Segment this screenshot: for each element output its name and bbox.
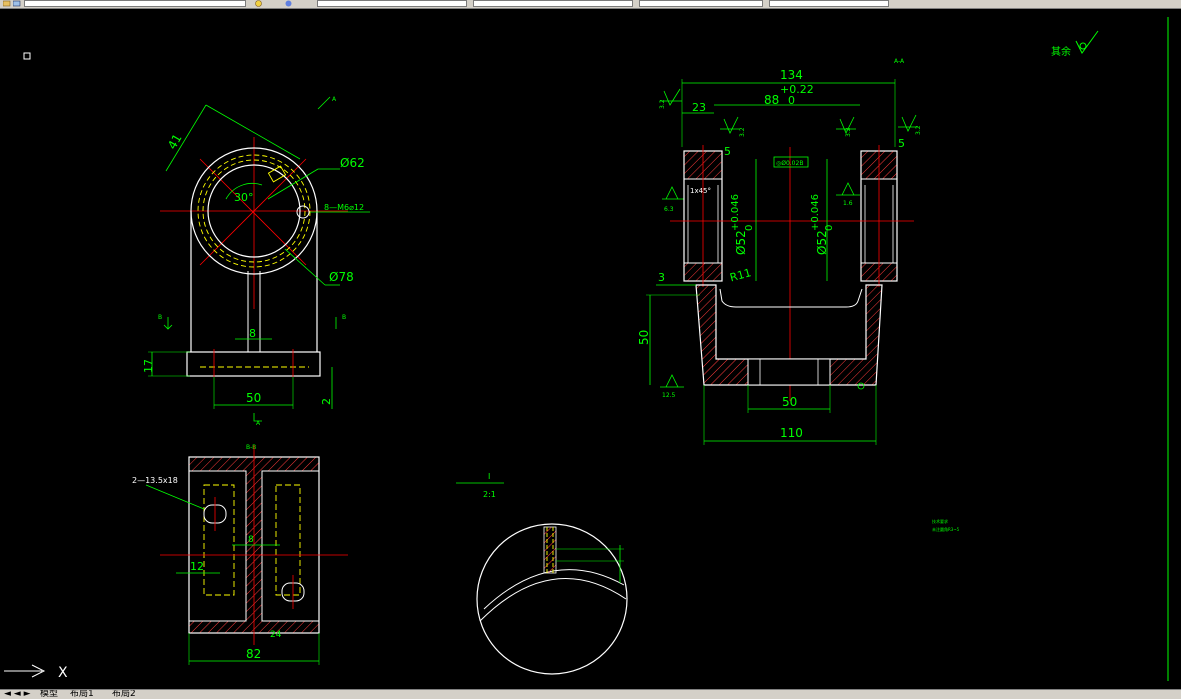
dim-8: 8 — [249, 327, 256, 340]
detail-view: I 2:1 — [456, 472, 628, 675]
dim-tol: +0.22 — [780, 83, 814, 96]
ucs-icon: X — [4, 664, 68, 681]
roughness-16: 1.6 — [843, 200, 853, 207]
drawing-canvas[interactable]: 其余 — [0, 9, 1181, 689]
section-mark-b-right: B — [342, 314, 346, 321]
section-mark-a-top: A — [332, 96, 337, 103]
dim-3: 3 — [658, 271, 665, 284]
dim-chamfer: 1x45° — [690, 187, 711, 195]
roughness-32b: 3.2 — [739, 127, 746, 137]
section-view: A-A 134 +0.22 88 0 23 5 5 3.2 3.2 3.2 3.… — [637, 58, 922, 445]
bottom-view: B-B 2—13.5x18 12 82 8 24 — [132, 444, 348, 665]
tolerance-frame — [773, 156, 809, 168]
roughness-32d: 3.2 — [915, 125, 922, 135]
dim-50-height: 50 — [637, 330, 651, 345]
plotstyle-dropdown[interactable] — [769, 0, 889, 7]
dim-41: 41 — [165, 131, 185, 151]
dim-88-tol0: 0 — [788, 94, 795, 107]
thread-circle — [202, 159, 306, 263]
section-mark-b-left: B — [158, 314, 162, 321]
toolbar — [0, 0, 1181, 9]
roughness-125: 12.5 — [662, 392, 676, 399]
base-plate — [186, 351, 321, 377]
tech-note-line: 未注圆角R3~5 — [932, 526, 960, 532]
roughness-note: 其余 — [1051, 45, 1071, 58]
layout-tabs: ◄ ◄ ► 模型 布局1 布局2 — [0, 689, 1181, 699]
tab-model[interactable]: 模型 — [40, 689, 59, 699]
tolerance-value: ◎Ø0.02B — [776, 160, 803, 167]
section-title: A-A — [894, 58, 905, 65]
dim-holes: 2—13.5x18 — [132, 476, 178, 485]
roughness-32c: 3.2 — [845, 127, 852, 137]
tab-nav-icon[interactable]: ◄ ◄ ► — [4, 689, 31, 699]
detail-scale: 2:1 — [483, 490, 496, 499]
dim-2: 2 — [320, 398, 333, 405]
tab-layout2[interactable]: 布局2 — [112, 689, 136, 699]
bore-circle — [207, 164, 301, 258]
dim-bore-right-tol: +0.046 — [810, 194, 821, 231]
dim-23: 23 — [692, 101, 706, 114]
section-mark-a-bottom: A — [256, 420, 261, 427]
roughness-32a: 3.2 — [659, 99, 666, 109]
dim-thread: 8—M6⌀12 — [324, 203, 364, 212]
tech-note-title: 技术要求 — [932, 518, 948, 524]
dim-bore-left: Ø52 — [734, 230, 748, 255]
dim-50: 50 — [246, 391, 261, 405]
layer-dropdown[interactable] — [24, 0, 246, 7]
tab-layout1[interactable]: 布局1 — [70, 689, 94, 699]
dim-82: 82 — [246, 647, 261, 661]
dim-88: 88 — [764, 93, 779, 107]
layer-icon[interactable] — [13, 0, 21, 7]
dim-5-left: 5 — [724, 145, 731, 158]
dim-d62: Ø62 — [340, 156, 365, 170]
general-roughness: 其余 — [1051, 30, 1099, 58]
front-view: 41 30° Ø62 Ø78 8—M6⌀12 8 50 17 2 B — [142, 96, 370, 427]
tapped-hole — [296, 205, 310, 219]
match-icon[interactable] — [285, 0, 293, 7]
dim-30deg: 30° — [234, 191, 254, 204]
detail-label: I — [488, 472, 490, 481]
dim-24: 24 — [270, 630, 282, 640]
dim-bore-left-tol: +0.046 — [730, 194, 741, 231]
dim-bore-right-tol0: 0 — [824, 225, 835, 231]
roughness-63: 6.3 — [664, 206, 674, 213]
dim-12: 12 — [190, 560, 204, 573]
dim-50-width: 50 — [782, 395, 797, 409]
open-icon[interactable] — [3, 0, 11, 7]
bottom-view-title: B-B — [246, 444, 256, 451]
properties-icon[interactable] — [255, 0, 263, 7]
linetype-dropdown[interactable] — [473, 0, 633, 7]
dim-r11: R11 — [728, 266, 752, 284]
dim-d78: Ø78 — [329, 270, 354, 284]
dim-134: 134 — [780, 68, 803, 82]
dim-8-bottom: 8 — [248, 535, 254, 545]
dim-5-right: 5 — [898, 137, 905, 150]
dim-17: 17 — [142, 359, 155, 373]
detail-circle — [476, 523, 628, 675]
tech-notes: 技术要求 未注圆角R3~5 — [932, 518, 960, 532]
color-dropdown[interactable] — [317, 0, 467, 7]
origin-marker — [23, 52, 31, 60]
dim-bore-right: Ø52 — [815, 230, 829, 255]
ucs-x-label: X — [58, 665, 68, 681]
dim-bore-left-tol0: 0 — [744, 225, 755, 231]
dim-110: 110 — [780, 426, 803, 440]
lineweight-dropdown[interactable] — [639, 0, 763, 7]
